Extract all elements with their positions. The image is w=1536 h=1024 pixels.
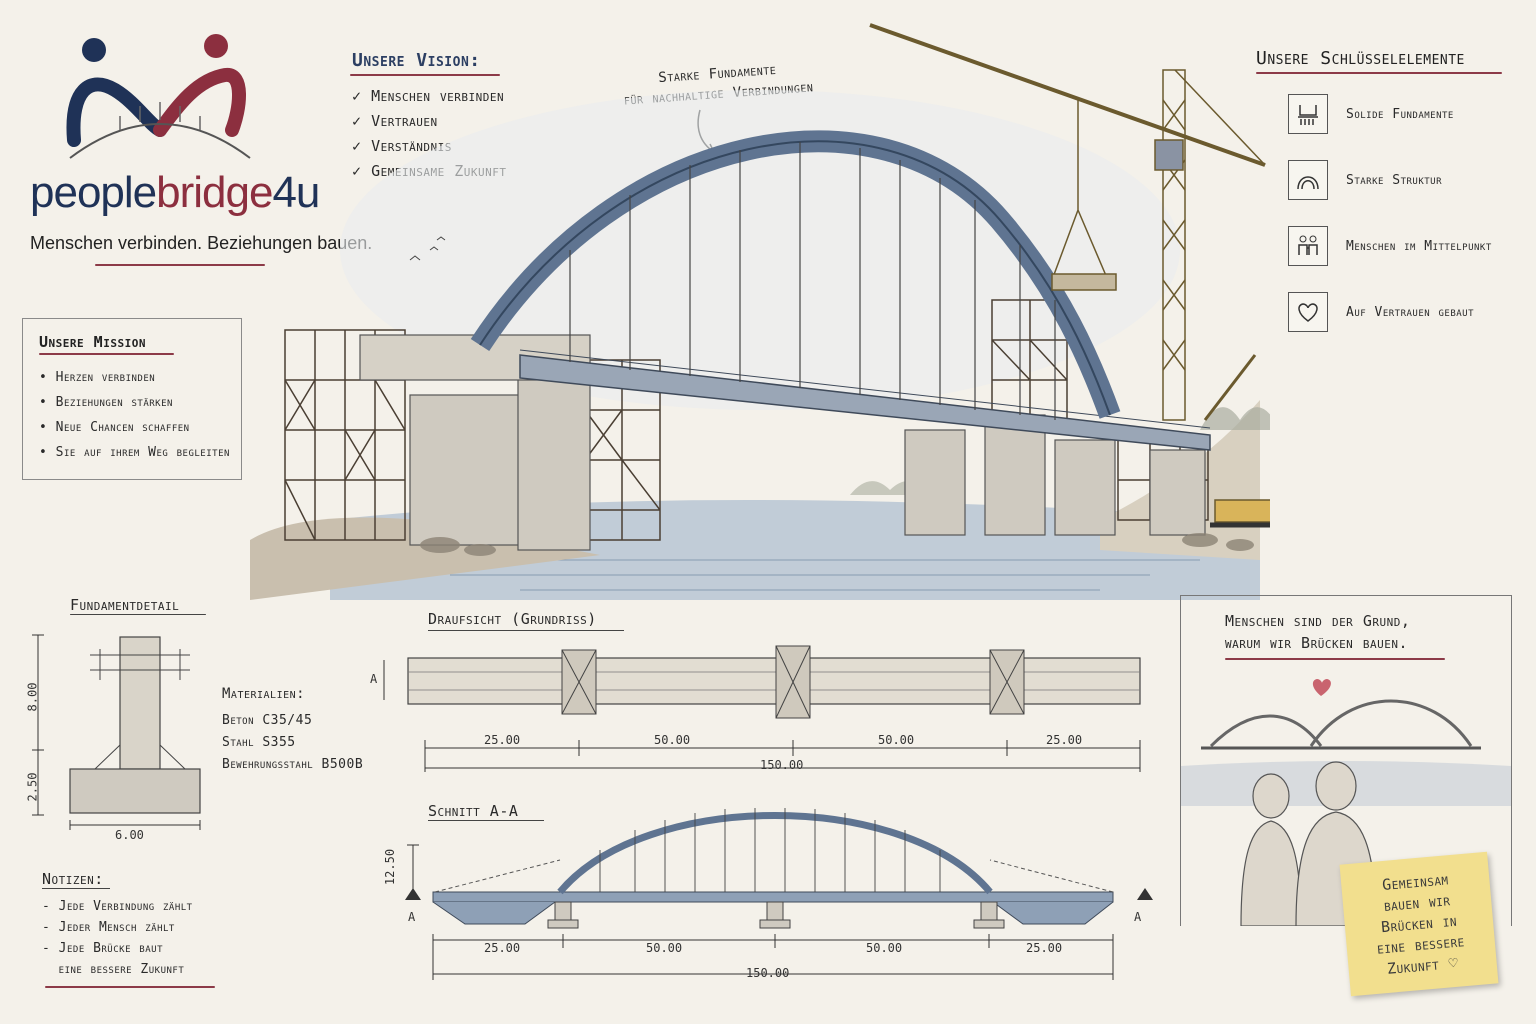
people-panel-line-1: Menschen sind der Grund, [1225,612,1411,630]
foundation-drawing [32,634,201,830]
mission-list: • Herzen verbinden • Beziehungen stärken… [39,365,230,465]
key-element-item: Auf Vertrauen gebaut [1288,292,1528,332]
brand-name-part3: 4u [272,168,320,217]
foundation-detail-underline [70,614,206,615]
section-view-underline [428,820,544,821]
mission-item: • Beziehungen stärken [39,395,173,410]
section-total-length: 150.00 [746,966,790,980]
key-elements-underline [1256,72,1502,74]
brand-tagline: Menschen verbinden. Beziehungen bauen. [30,233,373,253]
brand-logo [60,30,260,170]
section-span-4: 25.00 [1026,941,1063,955]
people-panel-line-2: warum wir Brücken bauen. [1225,634,1408,652]
key-element-label: Menschen im Mittelpunkt [1346,238,1492,254]
bridge-deck [519,354,1211,451]
note-item: - Jeder Mensch zählt [42,920,175,935]
people-icon [1288,226,1328,266]
notes-underline [45,986,215,988]
left-scaffolding [284,329,406,541]
section-marker-left: A [408,910,416,924]
key-element-item: Solide Fundamente [1288,94,1528,134]
plan-total-length: 150.00 [760,758,804,772]
material-item: Beton C35/45 [222,713,313,728]
plan-span-1: 25.00 [484,733,521,747]
notes-title-underline [42,888,110,889]
check-icon: ✓ [352,137,372,155]
vision-item: ✓ Menschen verbinden [352,87,505,105]
people-panel: Menschen sind der Grund, warum wir Brück… [1180,595,1512,926]
key-element-item: Starke Struktur [1288,160,1528,200]
material-item: Bewehrungsstahl B500B [222,757,364,772]
check-icon: ✓ [352,112,372,130]
note-item: - Jede Verbindung zählt [42,899,193,914]
mission-item: • Neue Chancen schaffen [39,420,190,435]
small-heart-icon [1312,679,1331,696]
foundation-detail-title: Fundamentdetail [70,596,180,614]
vision-title-underline [350,74,500,76]
plan-pier-marks [561,645,1025,719]
brand-name: peoplebridge4u [30,168,320,218]
notes-title: Notizen: [42,870,104,888]
section-height: 12.50 [383,848,398,886]
plan-view-underline [428,630,624,631]
foundation-icon [1288,94,1328,134]
note-item: - Jede Brücke baut [42,941,163,956]
people-panel-underline [1225,658,1445,660]
material-item: Stahl S355 [222,735,296,750]
plan-view-drawing [383,645,1141,772]
foundation-height-bottom: 2.50 [25,772,40,802]
key-elements-list: Solide Fundamente Starke Struktur Mensch… [1288,94,1528,332]
bridge-hangers [569,142,1056,420]
key-element-label: Starke Struktur [1346,172,1443,188]
mission-title-underline [39,353,174,355]
vision-title: Unsere Vision: [352,50,481,71]
plan-span-4: 25.00 [1046,733,1083,747]
note-item: eine bessere Zukunft [58,962,185,977]
section-span-1: 25.00 [484,941,521,955]
notes-list: - Jede Verbindung zählt - Jeder Mensch z… [42,896,193,980]
plan-span-2: 50.00 [654,733,691,747]
mission-item: • Herzen verbinden [39,370,156,385]
materials-list: Beton C35/45 Stahl S355 Bewehrungsstahl … [222,710,363,776]
mobile-crane [1203,354,1270,528]
mission-title: Unsere Mission [39,333,146,351]
foundation-width: 6.00 [115,828,144,842]
key-element-item: Menschen im Mittelpunkt [1288,226,1528,266]
tagline-underline [95,264,265,266]
key-elements-title: Unsere Schlüsselelemente [1256,48,1465,69]
bridge-illustration [250,23,1270,600]
bridge-piers [409,359,1206,551]
section-span-2: 50.00 [646,941,683,955]
section-arch [557,812,993,895]
heart-icon [1288,292,1328,332]
materials-title: Materialien: [222,686,306,702]
section-view-title: Schnitt A-A [428,802,519,820]
key-element-label: Auf Vertrauen gebaut [1346,304,1475,320]
plan-view-title: Draufsicht (Grundriss) [428,610,597,628]
brand-name-part2: bridge [156,168,273,217]
section-hangers [599,808,941,892]
mission-item: • Sie auf ihrem Weg begleiten [39,445,230,460]
birds [409,236,446,261]
tower-crane [869,23,1266,421]
rocks [420,533,1254,556]
plan-span-3: 50.00 [878,733,915,747]
mission-box: Unsere Mission • Herzen verbinden • Bezi… [22,318,242,480]
foundation-height-top: 8.00 [25,682,40,712]
arch-icon [1288,160,1328,200]
logo-people-bridge-icon [66,34,251,159]
brand-name-part1: people [30,168,157,217]
section-view-drawing [405,808,1153,980]
people-panel-text: Menschen sind der Grund, warum wir Brück… [1225,610,1410,654]
check-icon: ✓ [352,162,372,180]
section-marker-right: A [1134,910,1142,924]
key-element-label: Solide Fundamente [1346,106,1454,122]
vision-item: ✓ Vertrauen [352,112,438,130]
section-piers [547,901,1005,929]
sticky-note: Gemeinsam bauen wir Brücken in eine bess… [1339,851,1499,997]
check-icon: ✓ [352,87,372,105]
plan-section-marker: A [370,672,378,686]
section-span-3: 50.00 [866,941,903,955]
